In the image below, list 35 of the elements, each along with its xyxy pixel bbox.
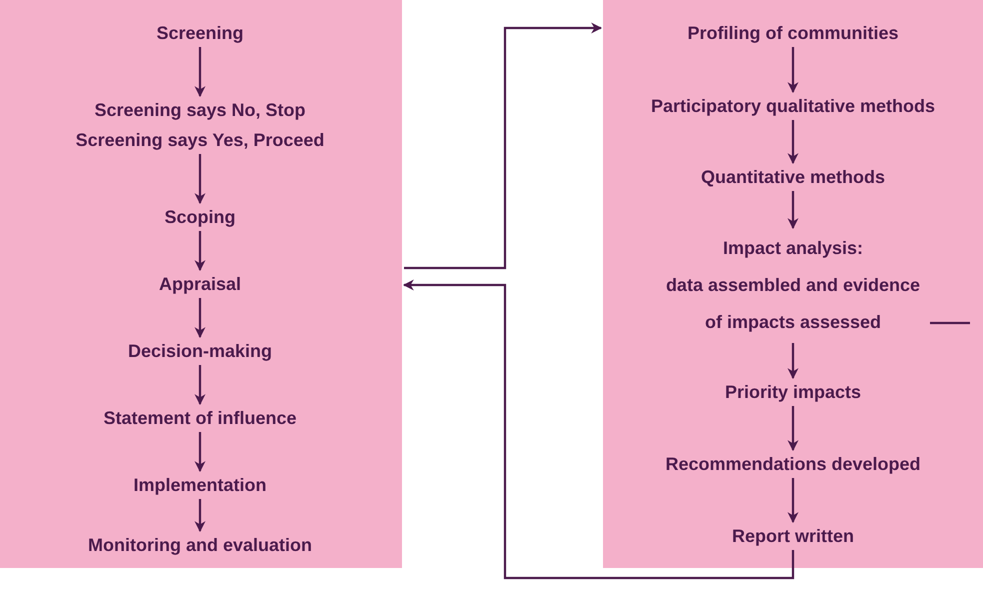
arrow — [788, 478, 798, 524]
arrow — [194, 432, 206, 472]
step-label: Screening — [156, 21, 244, 45]
arrow — [194, 154, 206, 204]
step-label: Screening says No, Stop — [94, 98, 306, 122]
step-label: Screening says Yes, Proceed — [76, 128, 324, 152]
step-label: Priority impacts — [724, 380, 862, 404]
arrow — [788, 47, 798, 94]
step-label: Profiling of communities — [688, 21, 898, 45]
step-label: Report written — [732, 524, 854, 548]
step-heading: Impact analysis: — [722, 237, 864, 260]
arrow — [194, 298, 206, 338]
panel-background — [0, 0, 402, 568]
step-label: Monitoring and evaluation — [88, 533, 312, 557]
arrow — [402, 280, 794, 580]
arrow — [788, 343, 798, 380]
arrow — [788, 191, 798, 230]
connector-line — [930, 322, 970, 324]
panel-background — [603, 0, 983, 568]
step-label: Appraisal — [158, 272, 242, 296]
arrow — [194, 231, 206, 272]
step-description: data assembled and evidence of impacts assessed — [664, 274, 922, 334]
step-label: Statement of influence — [103, 406, 297, 430]
step-label: Recommendations developed — [665, 452, 921, 476]
step-label: Quantitative methods — [700, 165, 886, 189]
arrow — [788, 406, 798, 452]
arrow — [194, 47, 206, 98]
step-label: Participatory qualitative methods — [650, 94, 936, 118]
arrow — [194, 499, 206, 532]
arrow — [788, 120, 798, 164]
arrow — [404, 22, 602, 270]
arrow — [194, 365, 206, 406]
step-label: Decision-making — [128, 339, 272, 363]
step-label: Scoping — [164, 205, 236, 229]
step-label: Implementation — [134, 473, 266, 497]
